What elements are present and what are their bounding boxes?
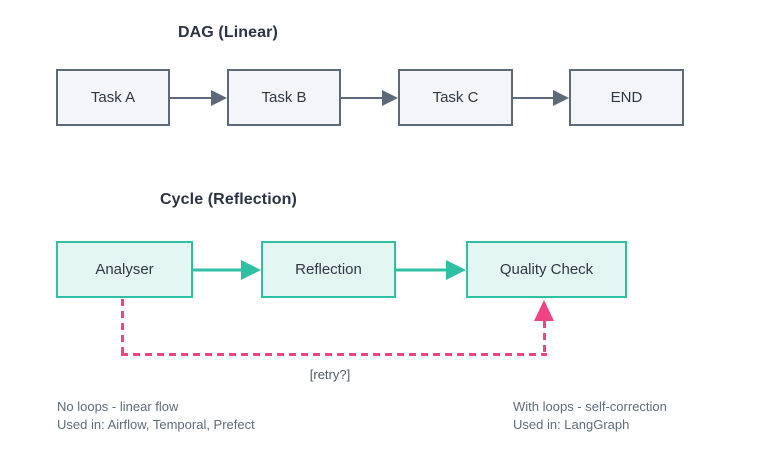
dag-section-title: DAG (Linear) [178, 24, 278, 41]
dag-node-task-b: Task B [227, 69, 341, 126]
arrow-line [193, 268, 243, 272]
retry-loop-up-segment [543, 321, 546, 356]
cycle-node-analyser: Analyser [56, 241, 193, 298]
cycle-section-title: Cycle (Reflection) [160, 191, 297, 208]
dag-footnote-line2: Used in: Airflow, Temporal, Prefect [57, 417, 255, 432]
arrowhead-right-icon [382, 90, 398, 106]
arrow-reflection-to-quality-check [396, 260, 466, 280]
dag-footnote: No loops - linear flow Used in: Airflow,… [57, 398, 255, 434]
arrow-analyser-to-reflection [193, 260, 261, 280]
retry-loop-horizontal-segment [121, 353, 547, 356]
arrowhead-up-icon [534, 300, 554, 321]
arrowhead-right-icon [211, 90, 227, 106]
arrowhead-right-icon [446, 260, 466, 280]
arrow-line [513, 97, 555, 99]
arrow-task-c-to-end [513, 90, 569, 106]
cycle-footnote: With loops - self-correction Used in: La… [513, 398, 667, 434]
arrow-line [341, 97, 384, 99]
dag-footnote-line1: No loops - linear flow [57, 399, 179, 414]
arrow-line [396, 268, 448, 272]
arrowhead-right-icon [241, 260, 261, 280]
retry-loop-down-segment [121, 299, 124, 355]
arrow-task-a-to-task-b [170, 90, 227, 106]
retry-label: [retry?] [309, 367, 351, 382]
cycle-footnote-line2: Used in: LangGraph [513, 417, 630, 432]
arrow-line [170, 97, 213, 99]
arrow-task-b-to-task-c [341, 90, 398, 106]
cycle-node-quality-check: Quality Check [466, 241, 627, 298]
cycle-node-reflection: Reflection [261, 241, 396, 298]
dag-node-task-c: Task C [398, 69, 513, 126]
arrowhead-right-icon [553, 90, 569, 106]
dag-node-end: END [569, 69, 684, 126]
cycle-footnote-line1: With loops - self-correction [513, 399, 667, 414]
dag-node-task-a: Task A [56, 69, 170, 126]
